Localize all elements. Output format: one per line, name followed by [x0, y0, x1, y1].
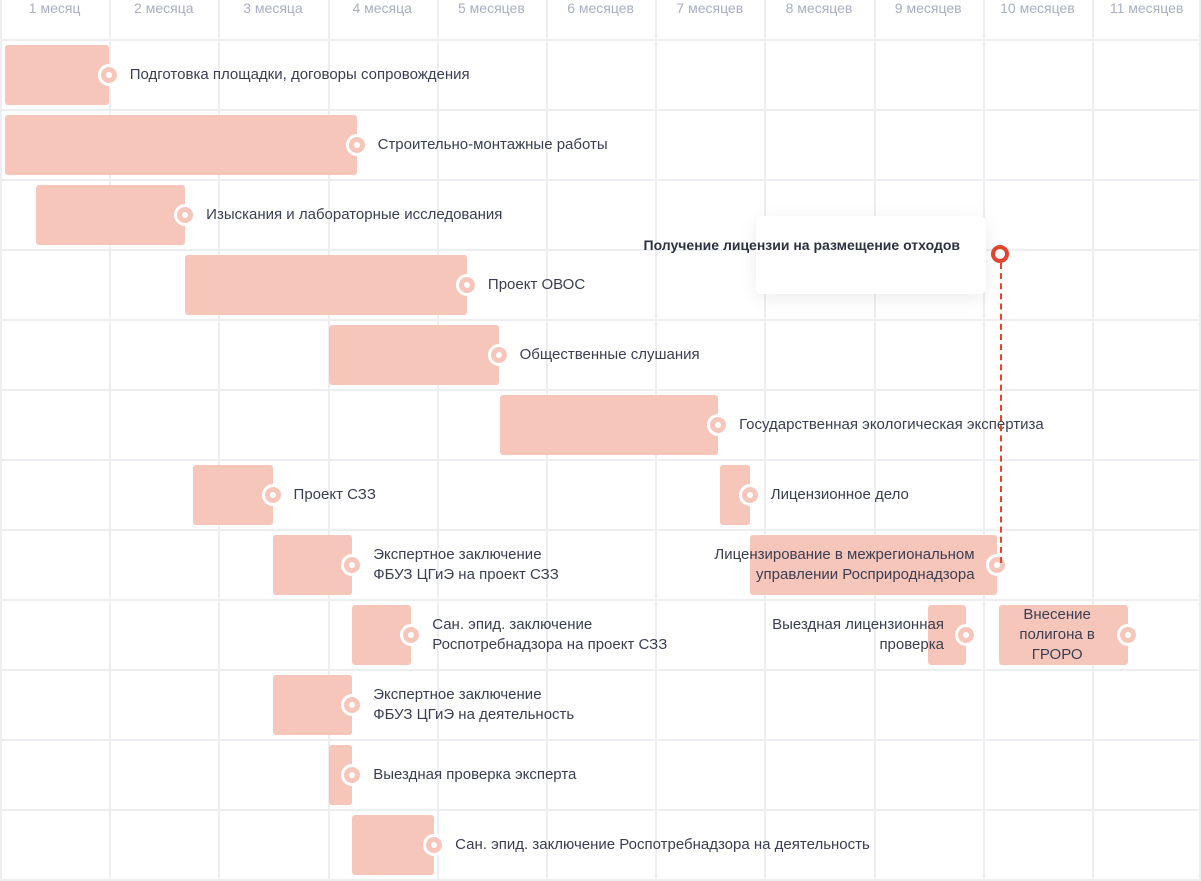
grid-hline [0, 669, 1201, 671]
month-label: 7 месяцев [676, 0, 744, 16]
task-bar [185, 255, 467, 315]
task-label: Строительно-монтажные работы [377, 136, 608, 153]
grid-hline [0, 109, 1201, 111]
grid-hline [0, 249, 1201, 251]
grid-vline [436, 0, 439, 881]
task-end-marker [1116, 624, 1139, 646]
task-label: Сан. эпид. заключение Роспотребнадзора н… [455, 836, 870, 853]
task-label: Изыскания и лабораторные исследования [206, 206, 503, 223]
grid-hline [0, 529, 1201, 531]
milestone-card: Получение лицензии на размещение отходов [644, 216, 986, 294]
task-end-marker [400, 624, 423, 646]
task-bar [5, 115, 357, 175]
task-bar [192, 465, 273, 525]
task-end-marker [341, 554, 364, 576]
task-label: Лицензионное дело [770, 486, 909, 503]
task-bar [329, 325, 499, 385]
grid-vline [327, 0, 330, 881]
month-label: 8 месяцев [785, 0, 853, 16]
task-bar [749, 535, 997, 595]
month-label: 2 месяца [134, 0, 194, 16]
month-label: 1 месяц [28, 0, 81, 16]
grid-hline [0, 389, 1201, 391]
task-bar [5, 45, 109, 105]
task-label: Государственная экологическая экспертиза [739, 416, 1044, 433]
month-label: 6 месяцев [567, 0, 634, 16]
task-bar [329, 745, 353, 805]
grid-hline [0, 809, 1201, 811]
grid-vline [1092, 0, 1094, 881]
task-bar [352, 815, 435, 875]
task-label: Подготовка площадки, договоры сопровожде… [129, 66, 470, 83]
task-end-marker [97, 64, 120, 86]
grid-hline [0, 599, 1201, 601]
task-end-marker [345, 134, 368, 156]
task-label: Выездная проверка эксперта [373, 766, 577, 783]
month-label: 10 месяцев [1000, 0, 1075, 16]
task-end-marker [487, 344, 510, 366]
month-label: 11 месяцев [1109, 0, 1184, 16]
grid-vline [982, 0, 985, 881]
grid-vline [0, 0, 2, 881]
task-label: Проект СЗЗ [293, 486, 376, 503]
grid-vline [1199, 0, 1201, 881]
task-label: Проект ОВОС [487, 276, 586, 293]
task-end-marker [174, 204, 197, 226]
grid-hline [0, 459, 1201, 461]
task-end-marker [261, 484, 284, 506]
grid-vline [873, 0, 876, 881]
milestone-marker [991, 245, 1009, 263]
grid-hline [0, 39, 1201, 41]
task-bar [998, 605, 1128, 665]
task-bar [272, 675, 353, 735]
grid-hline [0, 179, 1201, 181]
task-end-marker [341, 764, 364, 786]
task-end-marker [707, 414, 730, 436]
task-bar [35, 185, 186, 245]
task-end-marker [341, 694, 364, 716]
task-label: Общественные слушания [519, 346, 700, 363]
month-label: 9 месяцев [894, 0, 962, 16]
task-end-marker [423, 834, 446, 856]
month-label: 4 месяца [352, 0, 412, 16]
grid-vline [764, 0, 767, 881]
milestone-label: Получение лицензии на размещение отходов [643, 237, 960, 253]
task-bar [272, 535, 353, 595]
task-end-marker [738, 484, 761, 506]
milestone-dashed-line [1000, 263, 1002, 563]
task-end-marker [455, 274, 478, 296]
grid-hline [0, 319, 1201, 321]
grid-hline [0, 879, 1201, 881]
month-label: 5 месяцев [458, 0, 525, 16]
grid-vline [218, 0, 221, 881]
task-end-marker [985, 554, 1008, 576]
grid-hline [0, 739, 1201, 741]
task-bar [499, 395, 719, 455]
grid-vline [109, 0, 112, 881]
month-label: 3 месяца [243, 0, 303, 16]
task-end-marker [954, 624, 977, 646]
